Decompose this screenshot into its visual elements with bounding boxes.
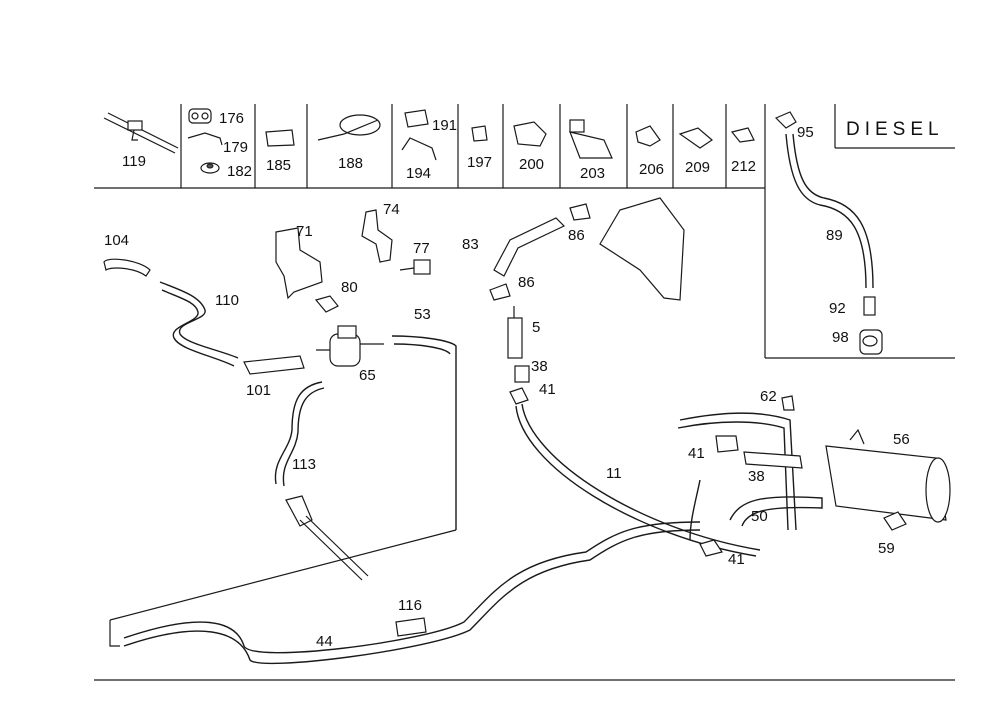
clamp-41-right <box>715 435 739 453</box>
line-11 <box>521 403 761 551</box>
header-part-label-1: 176 <box>219 110 245 127</box>
header-part-label-10: 203 <box>580 165 606 182</box>
sensor-113 <box>285 495 313 527</box>
callout-label-7: 65 <box>359 367 376 384</box>
header-part-label-7: 194 <box>406 165 432 182</box>
callout-label-16: 11 <box>606 465 622 482</box>
bracket-194 <box>401 137 437 161</box>
header-part-label-5: 188 <box>338 155 364 172</box>
callout-label-19: 41 <box>688 445 705 462</box>
hose-83 <box>493 217 566 277</box>
callout-label-28: 116 <box>398 597 422 614</box>
header-part-label-13: 212 <box>731 158 757 175</box>
callout-label-11: 86 <box>568 227 585 244</box>
nut-182 <box>200 162 220 174</box>
clip-185 <box>265 129 295 147</box>
callout-label-21: 50 <box>751 508 768 525</box>
callout-label-22: 41 <box>728 551 745 568</box>
valve-65 <box>316 325 384 367</box>
cable-tie-119 <box>103 112 179 154</box>
bracket-179 <box>187 132 223 146</box>
clip-209 <box>678 127 713 149</box>
header-part-label-4: 185 <box>266 157 292 174</box>
callout-label-12: 86 <box>518 274 535 291</box>
header-part-label-8: 197 <box>467 154 493 171</box>
header-part-label-6: 191 <box>432 117 458 134</box>
header-part-label-9: 200 <box>519 156 545 173</box>
callout-label-4: 74 <box>383 201 400 218</box>
pipe-right <box>679 412 797 531</box>
callout-label-17: 62 <box>760 388 777 405</box>
clamp-41-bottom <box>699 539 723 557</box>
callout-label-15: 41 <box>539 381 556 398</box>
sleeve-38 <box>514 365 530 383</box>
cover <box>599 197 685 301</box>
clip-197 <box>471 125 488 142</box>
header-part-label-0: 119 <box>122 153 146 170</box>
callout-label-26: 92 <box>829 300 846 317</box>
header-part-label-2: 179 <box>223 139 249 156</box>
clamp-86 <box>489 283 511 301</box>
diagram-title: DIESEL <box>846 119 944 140</box>
nut-59 <box>883 511 907 531</box>
valve-203 <box>569 119 613 159</box>
callout-label-13: 5 <box>532 319 541 336</box>
holder-200 <box>513 121 547 147</box>
callout-label-29: 44 <box>316 633 333 650</box>
header-part-label-11: 206 <box>639 161 665 178</box>
hose-89 <box>785 133 867 289</box>
hose-101 <box>243 355 305 375</box>
bracket-74 <box>361 209 393 263</box>
callout-label-14: 38 <box>531 358 548 375</box>
nut-77 <box>314 295 339 313</box>
callout-label-24: 95 <box>797 124 814 141</box>
clip-206 <box>635 125 661 147</box>
callout-label-10: 83 <box>462 236 479 253</box>
hose-38-right <box>743 451 803 469</box>
hose-50 <box>729 496 823 527</box>
callout-label-8: 53 <box>414 306 431 323</box>
header-part-label-3: 182 <box>227 163 253 180</box>
callout-label-9: 113 <box>292 456 316 473</box>
callout-label-2: 101 <box>246 382 272 399</box>
callout-label-18: 56 <box>893 431 910 448</box>
canister-56 <box>825 428 951 523</box>
clamp-86-top <box>569 203 591 221</box>
callout-label-23: 59 <box>878 540 895 557</box>
plug-62 <box>781 395 795 411</box>
clamp-41 <box>509 387 529 405</box>
clamp-95 <box>774 111 797 129</box>
clip-176 <box>188 108 212 124</box>
strap-188 <box>317 114 381 141</box>
callout-label-27: 98 <box>832 329 849 346</box>
callout-label-20: 38 <box>748 468 765 485</box>
clip-191 <box>404 109 429 128</box>
header-part-label-12: 209 <box>685 159 711 176</box>
callout-label-5: 77 <box>413 240 430 257</box>
hose-link <box>689 479 701 541</box>
sleeve-92 <box>863 296 876 316</box>
callout-label-3: 71 <box>296 223 313 240</box>
line-44 <box>123 529 701 665</box>
connector-5 <box>507 306 523 359</box>
cap-98 <box>859 329 883 355</box>
callout-label-0: 104 <box>104 232 130 249</box>
hose-53 <box>391 335 457 530</box>
callout-label-25: 89 <box>826 227 843 244</box>
clip-212 <box>730 127 755 143</box>
callout-label-1: 110 <box>215 292 239 309</box>
hose-104 <box>103 258 151 277</box>
hose-116 <box>395 617 427 637</box>
bracket-71 <box>275 227 323 300</box>
hose-113 <box>274 381 323 485</box>
screw-80 <box>399 259 431 275</box>
callout-label-6: 80 <box>341 279 358 296</box>
